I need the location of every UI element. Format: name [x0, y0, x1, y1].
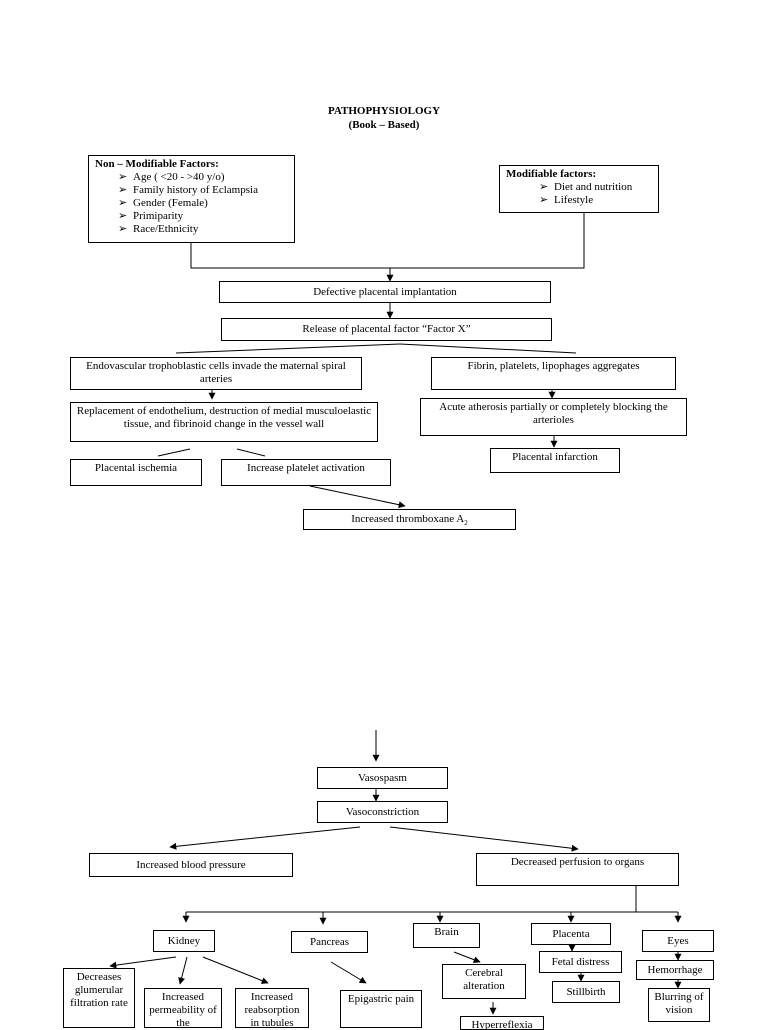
non-modifiable-heading: Non – Modifiable Factors:: [95, 158, 219, 170]
line-to-ischemia: [157, 448, 191, 457]
non-modifiable-factors-box: Non – Modifiable Factors: ➢Age ( <20 - >…: [88, 155, 295, 243]
arrow-to-thromboxane: [309, 485, 406, 509]
defective-implantation-box: Defective placental implantation: [219, 281, 551, 303]
arrow-to-reabsorption: [202, 956, 269, 984]
pancreas-box: Pancreas: [291, 931, 368, 953]
arrow-bullet-icon: ➢: [118, 210, 128, 222]
arrow-bullet-icon: ➢: [118, 184, 128, 196]
placenta-box: Placenta: [531, 923, 611, 945]
connector-left-branch: [175, 343, 401, 354]
cerebral-alteration-box: Cerebral alteration: [442, 964, 526, 999]
page-subtitle: (Book – Based): [348, 119, 420, 131]
connector-nonmod: [190, 243, 390, 269]
arrow-bullet-icon: ➢: [539, 181, 549, 193]
list-item: ➢Gender (Female): [118, 197, 208, 209]
vasoconstriction-box: Vasoconstriction: [317, 801, 448, 823]
modifiable-factors-box: Modifiable factors: ➢Diet and nutrition …: [499, 165, 659, 213]
placental-ischemia-box: Placental ischemia: [70, 459, 202, 486]
kidney-box: Kidney: [153, 930, 215, 952]
factor-x-box: Release of placental factor “Factor X”: [221, 318, 552, 341]
gfr-box: Decreases glumerular filtration rate: [63, 968, 135, 1028]
placental-infarction-box: Placental infarction: [490, 448, 620, 473]
arrow-bullet-icon: ➢: [118, 197, 128, 209]
fibrin-box: Fibrin, platelets, lipophages aggregates: [431, 357, 676, 390]
list-item: ➢Diet and nutrition: [539, 181, 633, 193]
arrow-to-increased-bp: [169, 826, 361, 850]
hemorrhage-box: Hemorrhage: [636, 960, 714, 980]
reabsorption-box: Increased reabsorption in tubules: [235, 988, 309, 1028]
endovascular-box: Endovascular trophoblastic cells invade …: [70, 357, 362, 390]
page-title: PATHOPHYSIOLOGY: [327, 105, 441, 117]
list-item: ➢Lifestyle: [539, 194, 594, 206]
list-item: ➢Primiparity: [118, 210, 184, 222]
permeability-box: Increased permeability of the: [144, 988, 222, 1028]
arrow-to-cerebral: [453, 951, 481, 964]
platelet-activation-box: Increase platelet activation: [221, 459, 391, 486]
list-item: ➢Age ( <20 - >40 y/o): [118, 171, 225, 183]
hyperreflexia-box: Hyperreflexia: [460, 1016, 544, 1030]
arrow-to-epigastric: [330, 961, 367, 984]
brain-box: Brain: [413, 923, 480, 948]
list-item: ➢Race/Ethnicity: [118, 223, 199, 235]
arrow-to-permeability: [178, 956, 188, 985]
list-item: ➢Family history of Eclampsia: [118, 184, 258, 196]
stillbirth-box: Stillbirth: [552, 981, 620, 1003]
connector-mod: [390, 213, 585, 269]
replacement-box: Replacement of endothelium, destruction …: [70, 402, 378, 442]
connector-right-branch: [399, 343, 577, 354]
increased-bp-box: Increased blood pressure: [89, 853, 293, 877]
modifiable-heading: Modifiable factors:: [506, 168, 597, 180]
arrow-to-decreased-perfusion: [389, 826, 579, 852]
fetal-distress-box: Fetal distress: [539, 951, 622, 973]
blurring-vision-box: Blurring of vision: [648, 988, 710, 1022]
arrow-bullet-icon: ➢: [118, 223, 128, 235]
epigastric-box: Epigastric pain: [340, 990, 422, 1028]
arrow-to-gfr: [109, 956, 177, 969]
line-to-platelet: [236, 448, 266, 457]
arrow-bullet-icon: ➢: [539, 194, 549, 206]
decreased-perfusion-box: Decreased perfusion to organs: [476, 853, 679, 886]
eyes-box: Eyes: [642, 930, 714, 952]
thromboxane-box: Increased thromboxane A2: [303, 509, 516, 530]
acute-atherosis-box: Acute atherosis partially or completely …: [420, 398, 687, 436]
vasospasm-box: Vasospasm: [317, 767, 448, 789]
arrow-bullet-icon: ➢: [118, 171, 128, 183]
